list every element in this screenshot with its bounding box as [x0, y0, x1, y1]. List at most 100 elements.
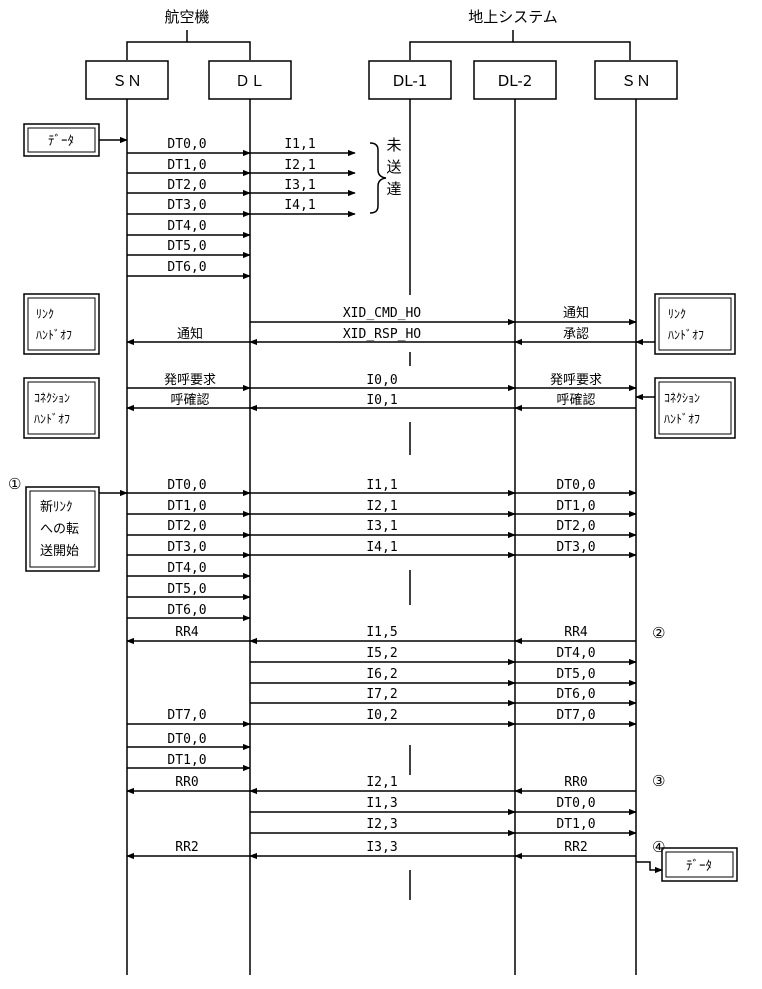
svg-text:ﾃﾞｰﾀ: ﾃﾞｰﾀ	[686, 859, 712, 874]
unsent-label-1: 未	[386, 136, 401, 154]
message-label: I2,1	[284, 158, 315, 173]
message-label: DT0,0	[556, 478, 595, 493]
message-label: XID_RSP_HO	[343, 327, 421, 342]
message-label: I4,1	[366, 540, 397, 555]
svg-text:への転: への転	[40, 522, 79, 537]
message-label: I5,2	[366, 646, 397, 661]
message-label: DT3,0	[167, 540, 206, 555]
entity-ground-dl2: DL-2	[498, 72, 533, 90]
message-label: DT2,0	[167, 178, 206, 193]
side-box-link-handoff-left: ﾘﾝｸ ﾊﾝﾄﾞｵﾌ	[23, 293, 100, 355]
message-label: DT5,0	[556, 667, 595, 682]
entity-ground-dl1: DL-1	[393, 72, 428, 90]
message-label: RR4	[175, 625, 199, 640]
message-label: I0,2	[366, 708, 397, 723]
message-label: DT7,0	[167, 708, 206, 723]
message-label: DT1,0	[167, 753, 206, 768]
unsent-label-2: 送	[386, 158, 401, 176]
message-label: DT5,0	[167, 239, 206, 254]
marker-2: ②	[652, 624, 665, 642]
message-label: DT1,0	[167, 158, 206, 173]
message-label: DT0,0	[556, 796, 595, 811]
message-label: I3,1	[366, 519, 397, 534]
entity-boxes	[85, 60, 678, 100]
marker-4: ④	[652, 838, 665, 856]
unsent-brace	[369, 142, 387, 214]
message-label: 発呼要求	[550, 373, 602, 388]
side-box-data-left: ﾃﾞｰﾀ	[23, 123, 100, 157]
message-label: 発呼要求	[164, 373, 216, 388]
message-labels: DT0,0 DT1,0 DT2,0 DT3,0 DT4,0 DT5,0 DT6,…	[164, 137, 602, 855]
entity-aircraft-dl: ＤＬ	[235, 72, 265, 90]
message-label: DT4,0	[167, 561, 206, 576]
message-label: 呼確認	[170, 392, 209, 408]
marker-3: ③	[652, 772, 665, 790]
message-label: DT6,0	[556, 687, 595, 702]
unsent-label-3: 達	[386, 180, 401, 198]
aircraft-header: 航空機	[164, 8, 209, 26]
svg-text:ﾊﾝﾄﾞｵﾌ: ﾊﾝﾄﾞｵﾌ	[34, 412, 70, 426]
entity-aircraft-sn: ＳＮ	[112, 72, 142, 90]
message-label: RR2	[175, 840, 198, 855]
message-label: I1,1	[284, 137, 315, 152]
marker-1: ①	[8, 475, 21, 493]
svg-text:ﾘﾝｸ: ﾘﾝｸ	[668, 307, 686, 321]
svg-text:ﾊﾝﾄﾞｵﾌ: ﾊﾝﾄﾞｵﾌ	[664, 412, 700, 426]
message-label: DT0,0	[167, 732, 206, 747]
message-label: DT5,0	[167, 582, 206, 597]
entity-ground-sn: ＳＮ	[621, 72, 651, 90]
ground-system-header: 地上システム	[468, 8, 558, 26]
message-arrows	[126, 149, 637, 860]
svg-text:ﾊﾝﾄﾞｵﾌ: ﾊﾝﾄﾞｵﾌ	[668, 328, 704, 342]
message-label: DT7,0	[556, 708, 595, 723]
message-label: DT0,0	[167, 137, 206, 152]
message-label: DT3,0	[556, 540, 595, 555]
message-label: I3,1	[284, 178, 315, 193]
message-label: 通知	[177, 326, 203, 342]
message-label: I1,1	[366, 478, 397, 493]
message-label: RR4	[564, 625, 588, 640]
svg-text:ﾃﾞｰﾀ: ﾃﾞｰﾀ	[48, 134, 74, 149]
svg-text:新ﾘﾝｸ: 新ﾘﾝｸ	[40, 499, 73, 515]
side-box-conn-handoff-left: ｺﾈｸｼｮﾝ ﾊﾝﾄﾞｵﾌ	[23, 377, 100, 439]
message-label: I1,3	[366, 796, 397, 811]
message-label: I2,1	[366, 499, 397, 514]
message-label: DT2,0	[167, 519, 206, 534]
side-box-new-link-transfer: 新ﾘﾝｸ への転 送開始	[25, 486, 100, 572]
message-label: DT3,0	[167, 198, 206, 213]
message-label: I2,1	[366, 775, 397, 790]
svg-text:ｺﾈｸｼｮﾝ: ｺﾈｸｼｮﾝ	[34, 391, 70, 405]
message-label: DT4,0	[556, 646, 595, 661]
message-label: DT6,0	[167, 603, 206, 618]
message-label: 通知	[563, 305, 589, 321]
message-label: DT6,0	[167, 260, 206, 275]
side-box-conn-handoff-right: ｺﾈｸｼｮﾝ ﾊﾝﾄﾞｵﾌ	[654, 377, 736, 439]
message-label: I0,1	[366, 393, 397, 408]
message-label: RR2	[564, 840, 587, 855]
svg-text:ｺﾈｸｼｮﾝ: ｺﾈｸｼｮﾝ	[664, 391, 700, 405]
message-label: RR0	[564, 775, 587, 790]
message-label: DT1,0	[556, 499, 595, 514]
message-label: I1,5	[366, 625, 397, 640]
svg-text:ﾊﾝﾄﾞｵﾌ: ﾊﾝﾄﾞｵﾌ	[36, 328, 72, 342]
side-box-link-handoff-right: ﾘﾝｸ ﾊﾝﾄﾞｵﾌ	[654, 293, 736, 355]
message-label: DT2,0	[556, 519, 595, 534]
message-label: DT1,0	[556, 817, 595, 832]
message-label: I0,0	[366, 373, 397, 388]
message-label: I4,1	[284, 198, 315, 213]
message-label: 承認	[563, 326, 589, 342]
message-label: 呼確認	[556, 392, 595, 408]
message-label: I7,2	[366, 687, 397, 702]
message-label: I2,3	[366, 817, 397, 832]
message-label: DT4,0	[167, 219, 206, 234]
message-label: RR0	[175, 775, 198, 790]
message-label: DT0,0	[167, 478, 206, 493]
data-output-arrow	[636, 861, 663, 874]
side-box-data-right: ﾃﾞｰﾀ	[661, 847, 738, 882]
message-label: I3,3	[366, 840, 397, 855]
svg-text:送開始: 送開始	[40, 544, 79, 559]
message-label: I6,2	[366, 667, 397, 682]
svg-text:ﾘﾝｸ: ﾘﾝｸ	[36, 307, 54, 321]
header-brackets	[126, 30, 631, 60]
